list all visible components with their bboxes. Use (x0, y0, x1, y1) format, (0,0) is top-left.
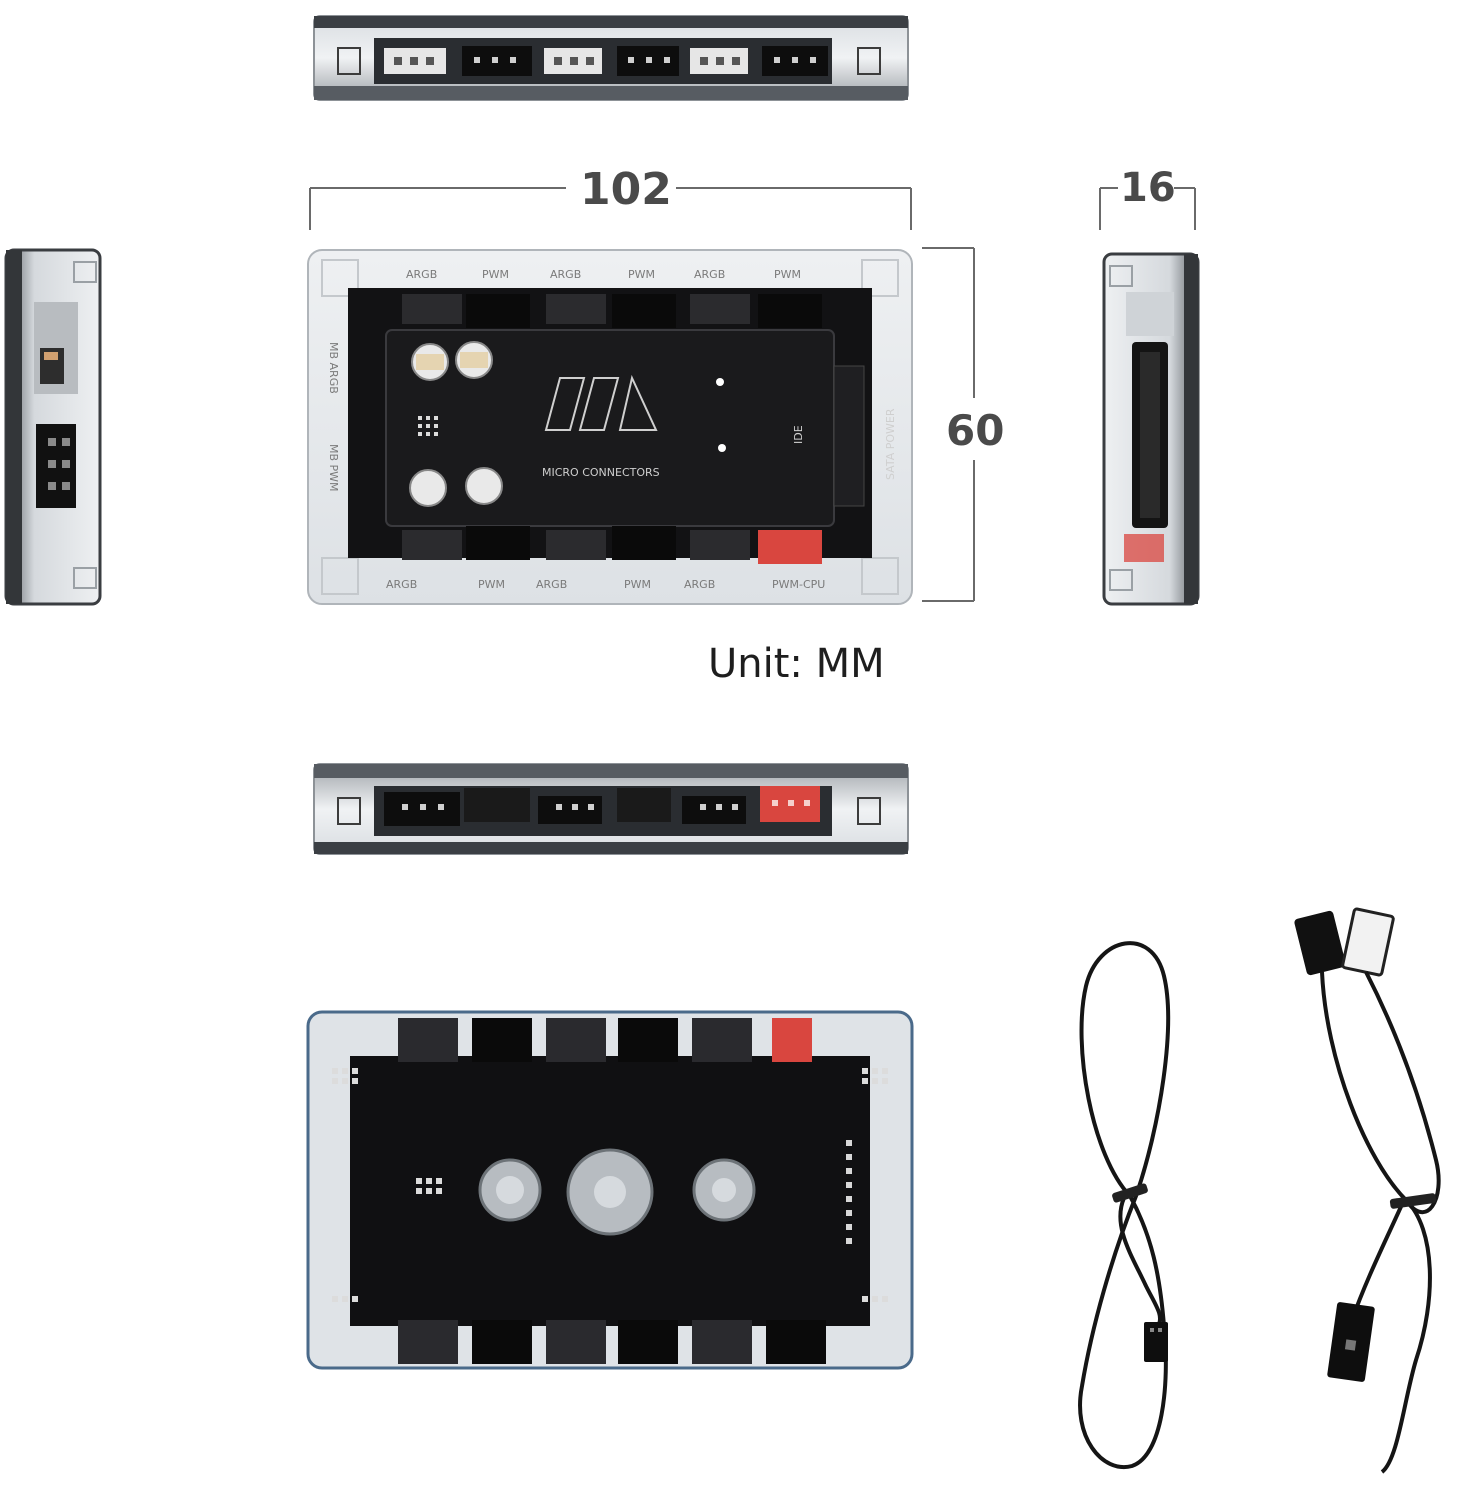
bottom-header-label-2: PWM (478, 578, 505, 591)
height-dimension-label: 60 (946, 406, 1005, 455)
mb-argb-silkscreen: MB ARGB (327, 342, 340, 394)
mb-pwm-silkscreen: MB PWM (327, 444, 340, 492)
bottom-header-label-6: PWM-CPU (772, 578, 825, 591)
hub-right-side-view (1102, 252, 1202, 608)
top-header-label-5: ARGB (694, 268, 725, 281)
hub-back-view (306, 1010, 916, 1372)
hub-left-side-view (4, 248, 104, 608)
depth-dimension-line (1098, 186, 1198, 232)
height-dimension-line (920, 246, 980, 604)
pwm-fan-extension-cable (1286, 900, 1466, 1480)
argb-extension-cable (1052, 926, 1186, 1478)
depth-dimension-label: 16 (1120, 165, 1176, 211)
bottom-header-label-3: ARGB (536, 578, 567, 591)
hub-top-edge-view (312, 14, 910, 104)
ide-silkscreen: IDE (792, 425, 805, 444)
hub-bottom-edge-view (312, 762, 910, 858)
bottom-header-label-1: ARGB (386, 578, 417, 591)
unit-label: Unit: MM (708, 641, 885, 687)
bottom-header-label-5: ARGB (684, 578, 715, 591)
top-header-label-4: PWM (628, 268, 655, 281)
sata-power-silkscreen: SATA POWER (884, 408, 897, 480)
top-header-label-6: PWM (774, 268, 801, 281)
bottom-header-label-4: PWM (624, 578, 651, 591)
width-dimension-label: 102 (580, 164, 672, 215)
brand-silkscreen: MICRO CONNECTORS (542, 466, 660, 479)
top-header-label-2: PWM (482, 268, 509, 281)
width-dimension-line (308, 186, 914, 232)
hub-front-view: MICRO CONNECTORS SATA POWER IDE MB ARGB … (306, 248, 916, 608)
top-header-label-1: ARGB (406, 268, 437, 281)
top-header-label-3: ARGB (550, 268, 581, 281)
